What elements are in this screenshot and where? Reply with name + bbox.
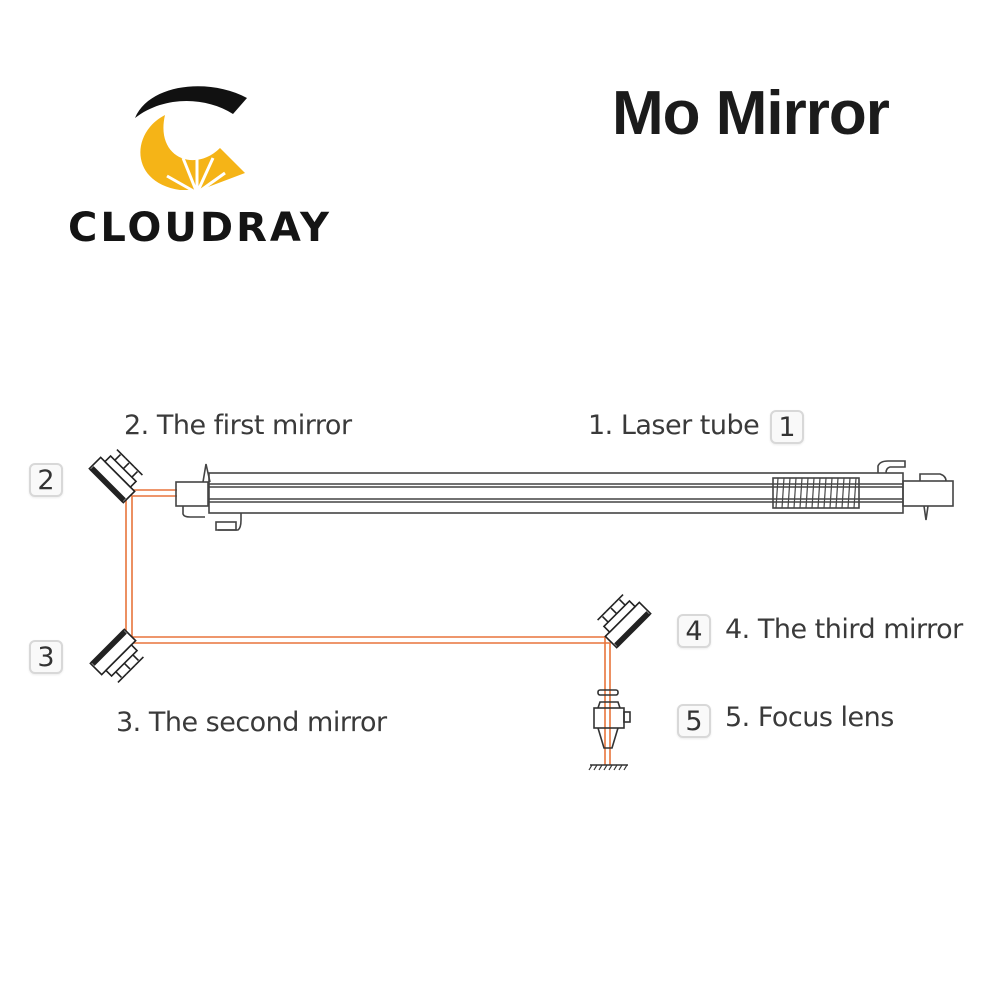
mirror-mount-icon xyxy=(89,628,144,683)
mirror-mount-icon xyxy=(597,594,652,649)
cloudray-logo-icon xyxy=(135,86,247,195)
badge-4: 4 xyxy=(677,614,711,648)
laser-tube-icon xyxy=(175,460,954,531)
label-third-mirror: 4. The third mirror xyxy=(725,614,963,645)
mirror-mount-icon xyxy=(88,449,143,504)
label-laser-tube: 1. Laser tube xyxy=(588,410,760,441)
badge-1: 1 xyxy=(770,410,804,444)
badge-2: 2 xyxy=(29,463,63,497)
label-first-mirror: 2. The first mirror xyxy=(124,410,352,441)
label-focus-lens: 5. Focus lens xyxy=(725,702,894,733)
focus-lens-icon xyxy=(588,689,631,771)
brand-name: CLOUDRAY xyxy=(68,205,332,251)
label-second-mirror: 3. The second mirror xyxy=(116,707,387,738)
badge-3: 3 xyxy=(29,640,63,674)
page-title: Mo Mirror xyxy=(612,79,890,148)
badge-5: 5 xyxy=(677,704,711,738)
